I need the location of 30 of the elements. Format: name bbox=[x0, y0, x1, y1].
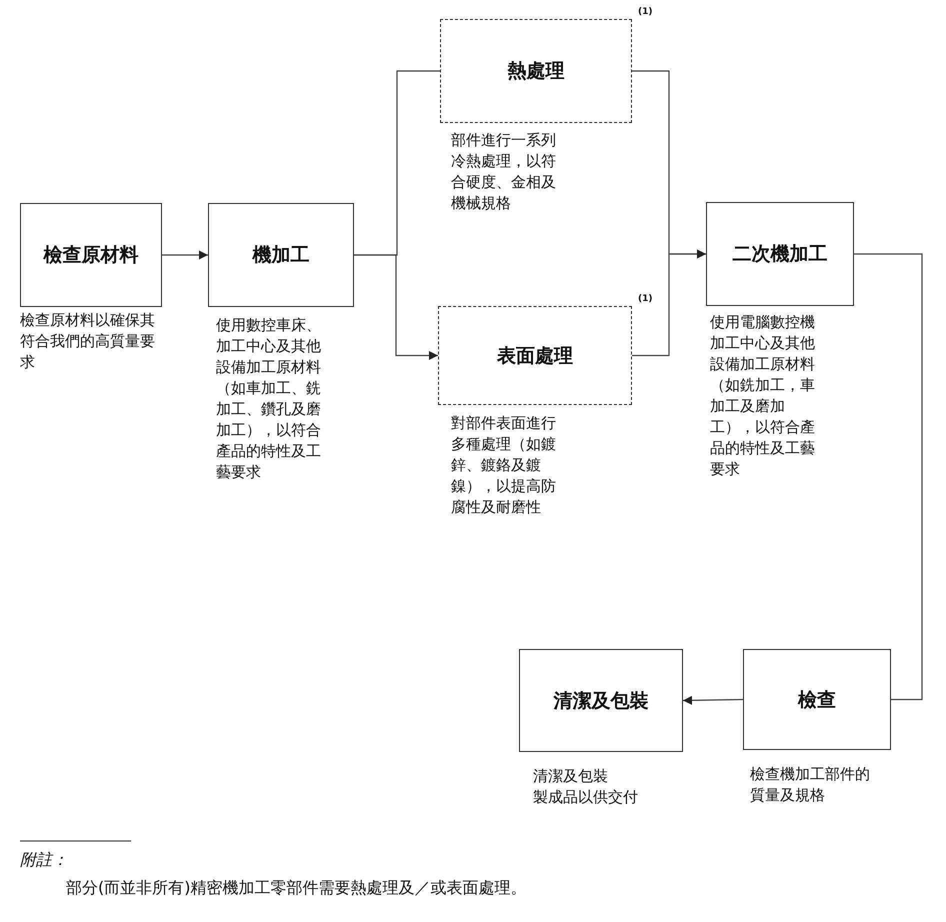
connector-arrow bbox=[162, 250, 208, 260]
optional-process-box bbox=[438, 306, 632, 405]
connector-arrow bbox=[354, 254, 438, 360]
step-title: 檢查原材料 bbox=[44, 243, 138, 268]
note-heading: 附註： bbox=[20, 850, 68, 871]
connector-arrow bbox=[632, 250, 706, 356]
step-description: 對部件表面進行多種處理（如鍍鋅、鍍鉻及鍍鎳），以提高防腐性及耐磨性 bbox=[451, 413, 557, 518]
footnote-text: 部分(而並非所有)精密機加工零部件需要熱處理及／或表面處理。 bbox=[66, 878, 526, 899]
process-box bbox=[519, 649, 683, 752]
process-box bbox=[20, 203, 162, 307]
step-description: 使用電腦數控機加工中心及其他設備加工原材料（如銑加工，車加工及磨加工），以符合產品的特性及工藝要求 bbox=[710, 312, 816, 480]
step-description: 檢查原材料以確保其符合我們的高質量要求 bbox=[20, 310, 156, 373]
step-description: 清潔及包裝 bbox=[533, 766, 609, 787]
connector-arrow bbox=[682, 696, 744, 705]
step-description: 部件進行一系列冷熱處理，以符合硬度、金相及機械規格 bbox=[451, 130, 557, 214]
footnote-mark: (1) bbox=[638, 294, 652, 304]
process-box bbox=[706, 202, 854, 306]
footnote-mark: (1) bbox=[638, 7, 652, 17]
step-title: 二次機加工 bbox=[732, 242, 828, 267]
process-box bbox=[743, 649, 891, 750]
step-title: 表面處理 bbox=[497, 344, 573, 368]
process-box bbox=[208, 203, 354, 307]
step-title: 檢查 bbox=[798, 688, 836, 712]
step-description: 使用數控車床、加工中心及其他設備加工原材料（如車加工、銑加工、鑽孔及磨加工），以符合產品的特性及工藝要求 bbox=[216, 315, 322, 483]
step-description: 製成品以供交付 bbox=[533, 787, 639, 808]
optional-process-box bbox=[440, 19, 632, 123]
step-title: 熱處理 bbox=[508, 59, 564, 84]
step-title: 清潔及包裝 bbox=[554, 688, 648, 714]
step-title: 機加工 bbox=[252, 243, 310, 268]
step-description: 檢查機加工部件的質量及規格 bbox=[750, 764, 871, 806]
